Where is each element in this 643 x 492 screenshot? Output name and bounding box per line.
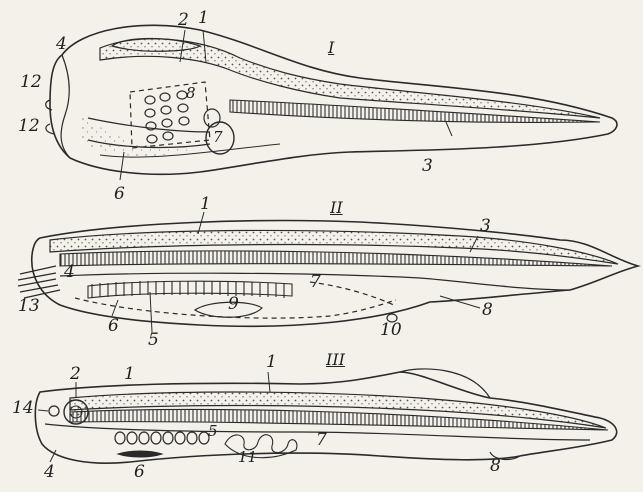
- panel-i-label-8: 8: [186, 86, 196, 101]
- panel-ii-gill-slits: [88, 281, 292, 298]
- panel-i-gill-slits: [145, 91, 189, 143]
- panel-i-numeral: I: [328, 40, 334, 56]
- panel-ii-label-1: 1: [200, 196, 211, 213]
- panel-ii-label-3: 3: [480, 218, 491, 235]
- panel-i-label-12b: 12: [18, 118, 40, 135]
- panel-i-label-4: 4: [56, 36, 67, 53]
- panel-i-label-1: 1: [198, 10, 209, 27]
- panel-ii-cirri: [18, 266, 60, 298]
- panel-iii-label-11: 11: [238, 450, 257, 465]
- panel-iii-label-6: 6: [134, 464, 145, 481]
- panel-iii-label-5: 5: [208, 424, 218, 439]
- panel-i-label-7: 7: [213, 130, 223, 145]
- panel-ii-label-4: 4: [64, 264, 75, 281]
- panel-i-pharynx-box: [130, 82, 210, 148]
- panel-iii-label-14: 14: [12, 400, 34, 417]
- panel-i-label-6: 6: [114, 186, 125, 203]
- panel-iii-label-4: 4: [44, 464, 55, 481]
- panel-iii-label-1b: 1: [124, 366, 135, 383]
- panel-ii-label-13: 13: [18, 298, 40, 315]
- panel-ii-label-5: 5: [148, 332, 159, 349]
- panel-ii-label-10: 10: [380, 322, 402, 339]
- panel-iii-label-8: 8: [490, 458, 501, 475]
- panel-ii-label-6: 6: [108, 318, 119, 335]
- panel-ii-label-8: 8: [482, 302, 493, 319]
- panel-ii-numeral: II: [330, 200, 343, 216]
- panel-i-label-12a: 12: [20, 74, 42, 91]
- panel-iii-gill-slits: [115, 432, 209, 444]
- panel-ii-label-9: 9: [228, 296, 239, 313]
- panel-i-label-2: 2: [178, 12, 189, 29]
- panel-i-label-3: 3: [422, 158, 433, 175]
- panel-iii-numeral: III: [326, 352, 345, 368]
- panel-ii-larva: [18, 212, 638, 332]
- panel-iii-label-1a: 1: [266, 354, 277, 371]
- panel-iii-label-7: 7: [316, 432, 327, 449]
- panel-iii-label-2: 2: [70, 366, 81, 383]
- panel-ii-label-7: 7: [310, 274, 321, 291]
